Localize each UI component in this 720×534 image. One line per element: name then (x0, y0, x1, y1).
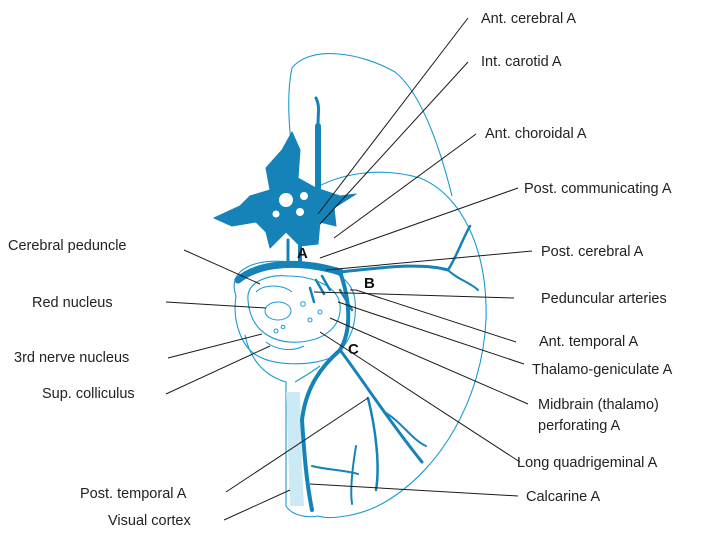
arteries (214, 98, 478, 510)
label-third-nerve-nucleus: 3rd nerve nucleus (14, 350, 129, 366)
label-post-communicating: Post. communicating A (524, 181, 672, 197)
red-nucleus-shape (265, 302, 291, 320)
label-calcarine: Calcarine A (526, 489, 600, 505)
label-midbrain-line2: perforating A (538, 418, 621, 434)
marker-c: C (348, 341, 359, 358)
label-sup-colliculus: Sup. colliculus (42, 386, 135, 402)
label-ant-choroidal: Ant. choroidal A (485, 126, 587, 142)
label-int-carotid: Int. carotid A (481, 54, 562, 70)
label-cerebral-peduncle: Cerebral peduncle (8, 238, 127, 254)
marker-a: A (297, 245, 308, 262)
third-nerve-nucleus-shape (274, 329, 278, 333)
post-cerebral-artery (238, 264, 340, 280)
long-quadrigeminal-artery (340, 272, 348, 350)
label-long-quadrigeminal: Long quadrigeminal A (517, 455, 658, 471)
marker-b: B (364, 275, 375, 292)
cerebral-peduncle-shape (256, 286, 292, 292)
frontal-lobe-outline (289, 54, 452, 200)
label-midbrain-line1: Midbrain (thalamo) (538, 397, 659, 413)
label-post-temporal: Post. temporal A (80, 486, 187, 502)
label-ant-cerebral: Ant. cerebral A (481, 11, 576, 27)
sup-colliculus-shape (266, 342, 304, 349)
circle-of-willis (214, 132, 356, 248)
leader-lines (166, 18, 532, 520)
label-ant-temporal: Ant. temporal A (539, 334, 638, 350)
label-peduncular: Peduncular arteries (541, 291, 667, 307)
label-thalamo-geniculate: Thalamo-geniculate A (532, 362, 673, 378)
visual-cortex-area (286, 392, 304, 506)
label-red-nucleus: Red nucleus (32, 295, 113, 311)
label-visual-cortex: Visual cortex (108, 513, 191, 529)
label-post-cerebral: Post. cerebral A (541, 244, 644, 260)
